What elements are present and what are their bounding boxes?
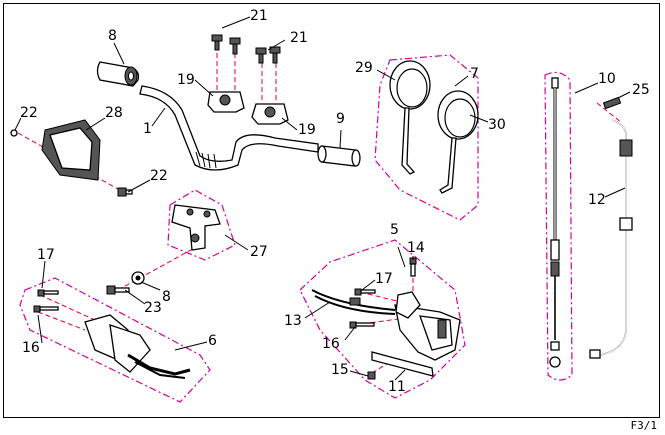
label-part-8: 8	[108, 28, 117, 44]
label-part-28: 28	[105, 105, 123, 121]
screw-left-22	[10, 129, 18, 137]
screw-bottom-22	[117, 187, 133, 197]
label-part-21-left: 21	[250, 8, 268, 24]
label-part-19-right: 19	[298, 122, 316, 138]
label-part-9: 9	[336, 111, 345, 127]
label-part-13: 13	[284, 313, 302, 329]
label-part-30: 30	[488, 117, 506, 133]
label-part-27: 27	[250, 244, 268, 260]
label-part-23: 23	[144, 300, 162, 316]
label-part-17-left: 17	[37, 247, 55, 263]
label-part-8-bracket: 8	[162, 289, 171, 305]
label-part-5: 5	[390, 222, 399, 238]
handlebar-knurling	[195, 151, 217, 169]
label-part-22-top: 22	[20, 105, 38, 121]
right-handlebar-switch	[394, 291, 461, 361]
center-line-grip-weight	[17, 132, 126, 194]
center-line-cable-adjuster	[596, 102, 623, 124]
group-outline-cables	[544, 71, 573, 381]
label-part-7: 7	[470, 66, 479, 82]
label-part-12: 12	[588, 192, 606, 208]
upper-clamp-right	[251, 103, 289, 125]
clamp-bolts-left	[211, 34, 241, 55]
throttle-cable	[589, 119, 633, 359]
label-part-15: 15	[331, 362, 349, 378]
lever-pivot-pin	[367, 371, 376, 380]
label-part-10: 10	[598, 71, 616, 87]
center-line-bracket	[117, 244, 201, 291]
label-part-25: 25	[632, 82, 650, 98]
group-outline-right-switch	[299, 239, 466, 399]
left-handlebar-switch	[84, 314, 191, 379]
left-switch-screws	[33, 289, 59, 313]
mirror-right	[437, 90, 479, 194]
label-part-16-right: 16	[322, 336, 340, 352]
label-part-17-right: 17	[375, 271, 393, 287]
front-brake-lever	[371, 351, 434, 377]
diagram-frame	[3, 3, 660, 418]
bracket-bolt	[106, 285, 130, 295]
front-brake-cable	[549, 77, 561, 368]
left-grip	[96, 61, 140, 87]
group-outline-left-switch	[19, 277, 211, 403]
label-part-19-left: 19	[177, 72, 195, 88]
mirror-left	[389, 60, 431, 175]
label-part-11: 11	[388, 379, 406, 395]
label-part-6: 6	[208, 333, 217, 349]
cable-adjuster	[602, 96, 622, 110]
wiring-harness	[311, 289, 396, 315]
right-switch-screws	[349, 257, 417, 329]
group-outline-bracket	[167, 189, 236, 261]
leader-lines	[14, 16, 631, 381]
label-part-22-bottom: 22	[150, 168, 168, 184]
right-grip	[317, 145, 361, 167]
clamp-bolts-right	[255, 46, 281, 64]
group-outline-mirrors	[374, 54, 479, 221]
switch-bracket	[171, 204, 221, 251]
upper-clamp-left	[207, 91, 245, 113]
label-part-1: 1	[143, 121, 152, 137]
grip-cover	[41, 119, 101, 181]
label-part-21-right: 21	[290, 30, 308, 46]
label-part-14: 14	[407, 240, 425, 256]
center-line-left-switch-bottom	[37, 311, 86, 331]
label-part-29: 29	[355, 60, 373, 76]
label-part-16-left: 16	[22, 340, 40, 356]
center-line-left-switch-top	[39, 294, 96, 321]
page-code: F3/1	[630, 419, 658, 432]
